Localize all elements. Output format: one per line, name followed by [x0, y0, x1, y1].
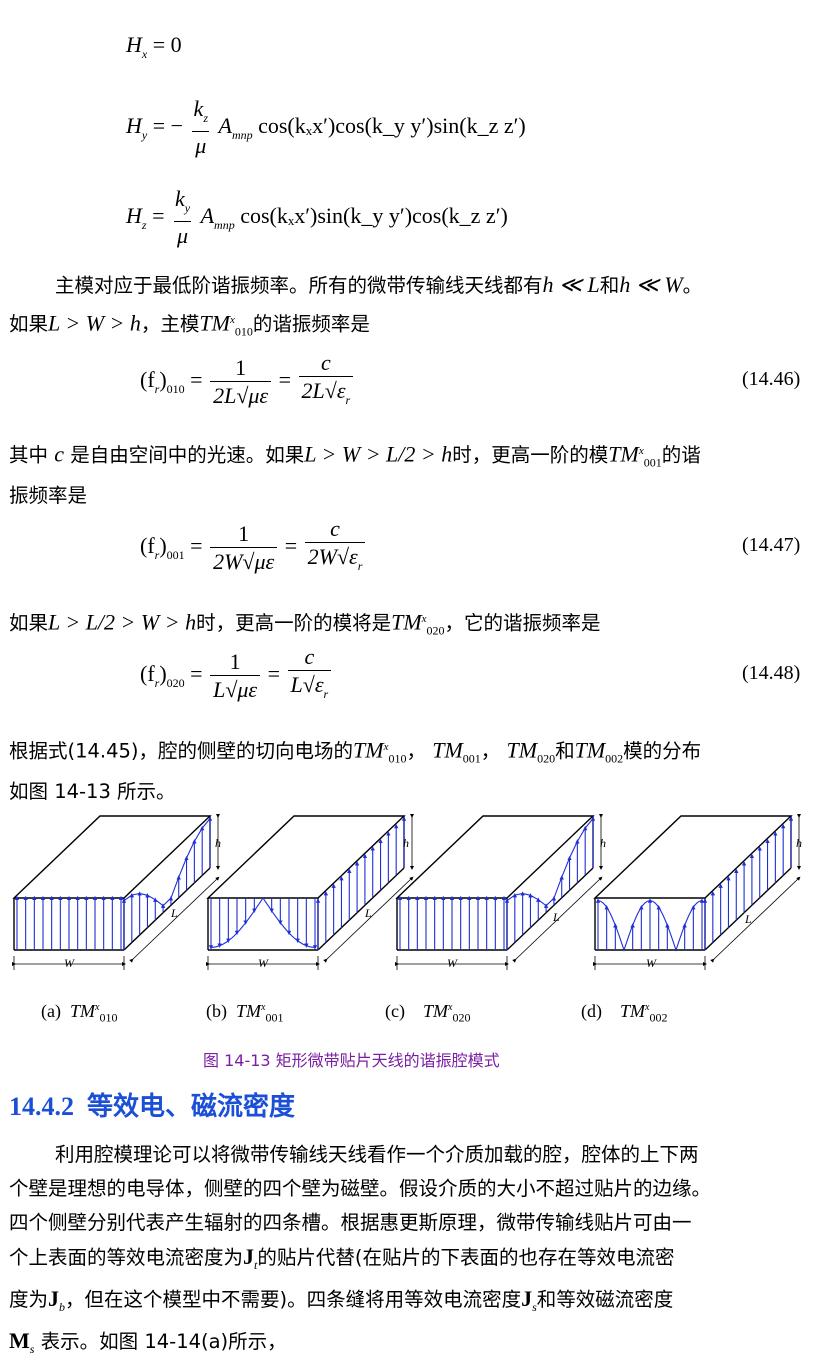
- label-w-c: W: [447, 956, 457, 970]
- paragraph-higher-mode-020: 如果L > L/2 > W > h时，更高一阶的模将是TMx020，它的谐振频率…: [9, 609, 601, 638]
- label-l-b: L: [365, 906, 372, 920]
- panel-a-dim-l: [129, 876, 220, 963]
- label-l-a: L: [171, 906, 178, 920]
- paragraph-equivalent-currents: 利用腔模理论可以将微带传输线天线看作一个介质加载的腔，腔体的上下两 个壁是理想的…: [9, 1143, 712, 1356]
- subcaption-d: (d) TMx002: [581, 1001, 668, 1025]
- panel-b-dim-l: [323, 876, 414, 963]
- label-w-b: W: [258, 956, 268, 970]
- figure-mode-panels: [12, 814, 801, 970]
- label-w-a: W: [64, 956, 74, 970]
- label-h-d: h: [796, 836, 802, 850]
- panel-d-dim-l: [710, 876, 801, 963]
- fraction: ky μ: [174, 186, 192, 248]
- equation-hy: Hy = − kz μ Amnp cos(kₓx′)cos(k_y y′)sin…: [126, 96, 526, 158]
- equation-hz: Hz = ky μ Amnp cos(kₓx′)sin(k_y y′)cos(k…: [126, 186, 508, 248]
- section-heading: 14.4.2 等效电、磁流密度: [9, 1092, 296, 1122]
- subcaption-b: (b) TMx001: [206, 1001, 284, 1025]
- equation-number: (14.47): [742, 534, 801, 556]
- figure-caption: 图 14-13 矩形微带贴片天线的谐振腔模式: [203, 1051, 500, 1070]
- equation-hx: Hx = 0: [126, 32, 182, 61]
- label-w-d: W: [646, 956, 656, 970]
- paragraph-higher-mode-001: 其中 c 是自由空间中的光速。如果L > W > L/2 > h时，更高一阶的模…: [9, 441, 701, 508]
- label-h-c: h: [600, 836, 606, 850]
- panel-b-front-envelope: [210, 897, 316, 948]
- subcaption-c: (c) TMx020: [385, 1001, 471, 1025]
- label-h-a: h: [215, 836, 221, 850]
- fraction: kz μ: [192, 96, 210, 158]
- label-l-c: L: [553, 910, 560, 924]
- panel-c-dim-l: [512, 876, 603, 963]
- label-l-d: L: [745, 912, 752, 926]
- equation-number: (14.46): [742, 368, 801, 390]
- equation-number: (14.48): [742, 662, 801, 684]
- paragraph-field-distribution: 根据式(14.45)，腔的侧壁的切向电场的TMx010， TM001， TM02…: [9, 737, 702, 804]
- label-h-b: h: [403, 836, 409, 850]
- panel-d-front-envelope: [597, 900, 703, 952]
- subcaption-a: (a) TMx010: [41, 1001, 118, 1025]
- paragraph-dominant-mode: 主模对应于最低阶谐振频率。所有的微带传输线天线都有h ≪ L和h ≪ W。 如果…: [9, 272, 703, 339]
